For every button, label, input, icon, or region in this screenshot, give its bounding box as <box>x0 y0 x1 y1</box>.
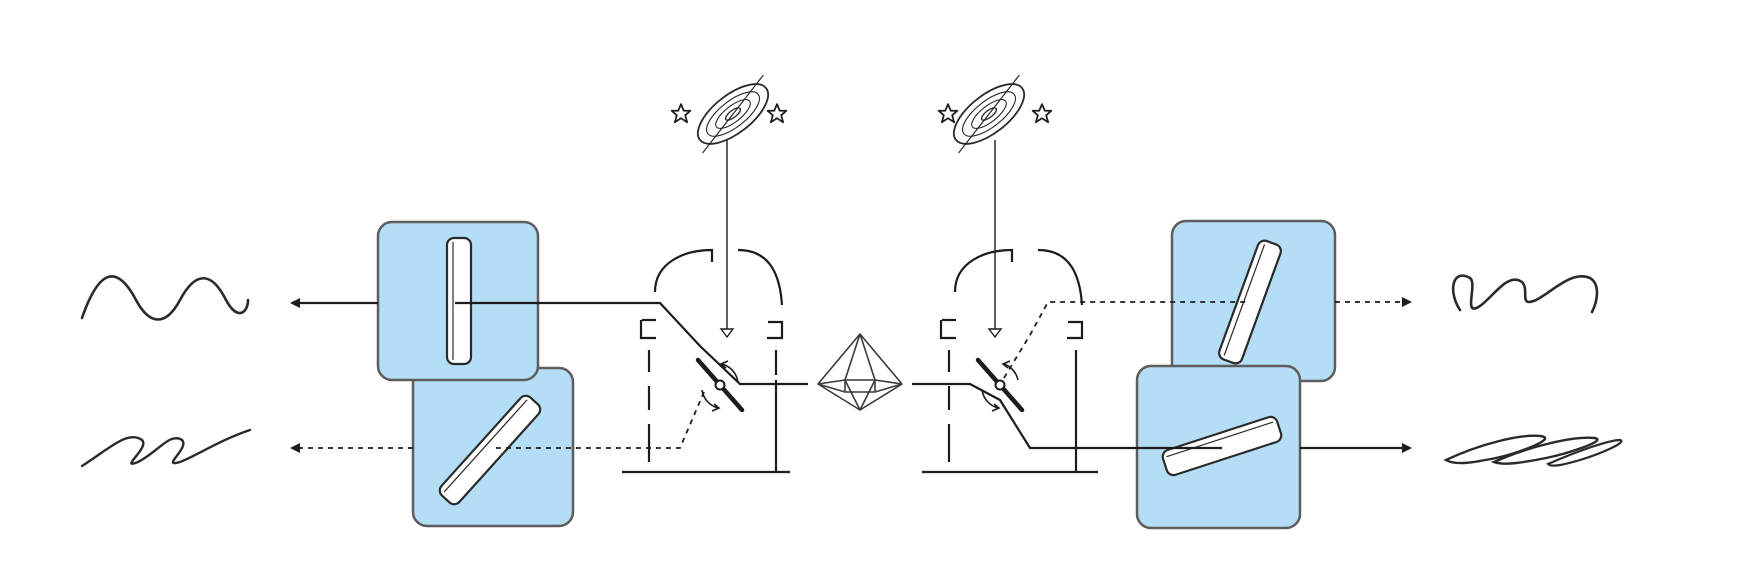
right-dome-arc-left <box>953 248 1014 293</box>
right-star-icon-2 <box>1031 103 1053 124</box>
left-bottom-filter-bar <box>438 394 542 506</box>
left-top-beam <box>455 301 808 386</box>
left-galaxy-icon <box>696 74 770 154</box>
right-top-filter-bar <box>1218 239 1282 365</box>
left-star-icon-1 <box>670 103 692 124</box>
right-top-wave-icon <box>1451 274 1599 314</box>
left-bracket-right <box>767 320 784 340</box>
left-rotation-icon <box>701 360 739 412</box>
right-rotation-icon <box>981 360 1019 412</box>
right-detector-housing <box>922 248 1098 474</box>
left-bracket-left <box>639 320 656 340</box>
right-bottom-wave-icon <box>1443 434 1623 467</box>
left-mirror <box>695 357 745 413</box>
left-top-filter-bar <box>445 236 473 366</box>
right-galaxy-icon <box>952 74 1026 154</box>
left-dome-arc-left <box>653 248 714 293</box>
left-star-icon-2 <box>766 103 788 124</box>
right-dome-arc-right <box>1037 248 1084 306</box>
right-bracket-right <box>1067 320 1084 340</box>
right-bottom-filter-bar <box>1161 415 1283 477</box>
left-top-wave-icon <box>80 275 250 321</box>
left-detector-housing <box>622 248 790 474</box>
crystal-icon <box>817 333 903 411</box>
left-ray-arrowhead <box>719 328 735 339</box>
right-bottom-beam <box>912 382 1222 450</box>
right-bracket-left <box>939 320 956 340</box>
right-ray-arrowhead <box>987 328 1003 339</box>
right-star-icon-1 <box>937 103 959 124</box>
right-mirror <box>975 357 1025 413</box>
left-dome-arc-right <box>737 248 784 306</box>
left-bottom-wave-icon <box>80 428 252 468</box>
left-bottom-beam <box>492 391 705 449</box>
